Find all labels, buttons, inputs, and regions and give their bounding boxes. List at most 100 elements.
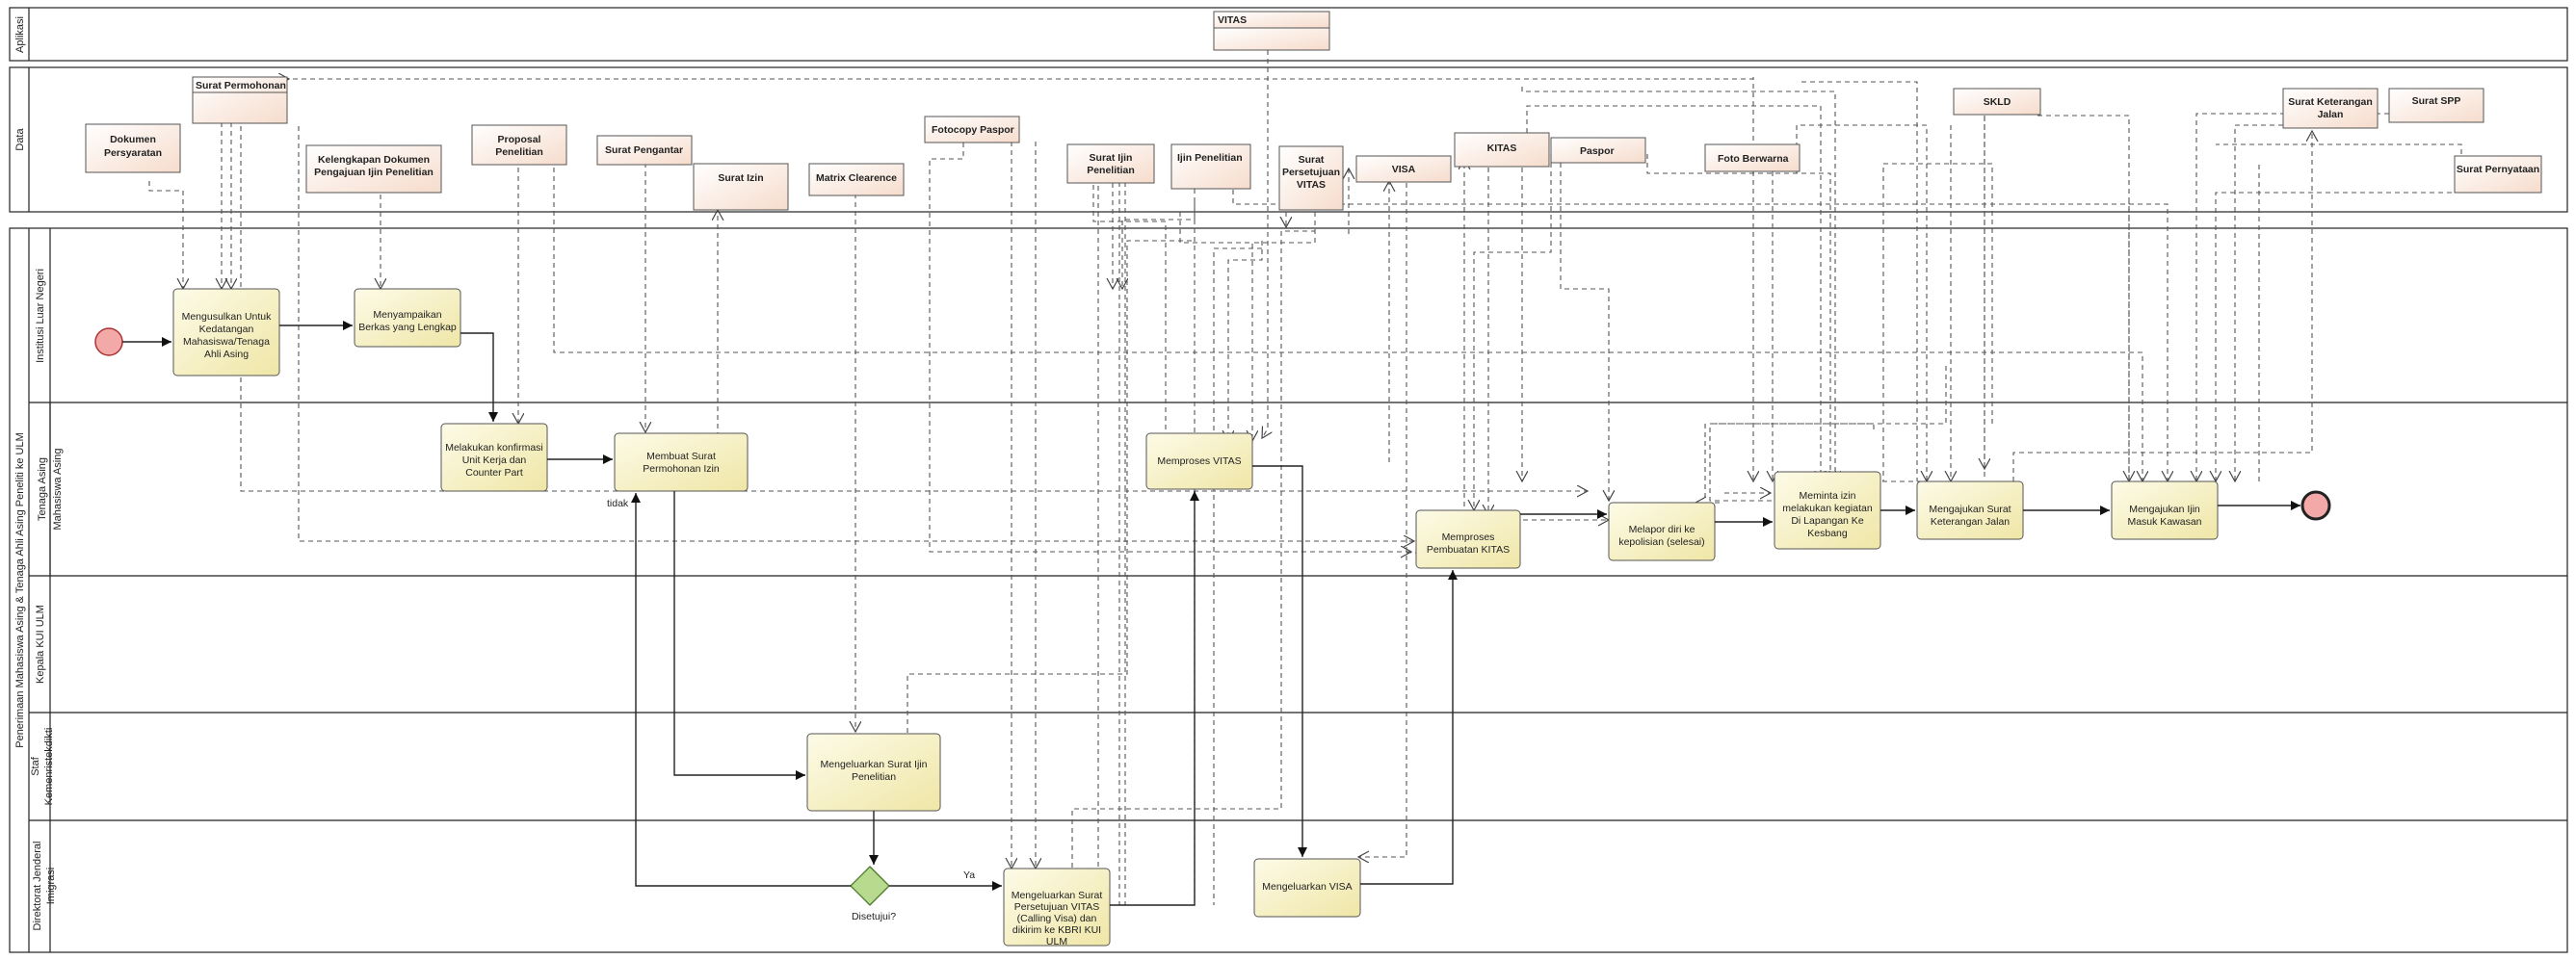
svg-text:Penelitian: Penelitian — [852, 771, 896, 783]
svg-text:Pembuatan KITAS: Pembuatan KITAS — [1427, 544, 1510, 556]
svg-text:Permohonan Izin: Permohonan Izin — [643, 463, 720, 475]
lane-label-tenaga-asing: Tenaga Asing — [37, 457, 48, 521]
svg-text:Direktorat Jenderal: Direktorat Jenderal — [32, 842, 43, 931]
svg-text:Membuat Surat: Membuat Surat — [646, 451, 716, 462]
svg-text:Ijin Penelitian: Ijin Penelitian — [1177, 152, 1243, 164]
data-object-dokumen-persyaratan: Dokumen Persyaratan — [85, 123, 181, 173]
svg-text:Surat Pernyataan: Surat Pernyataan — [2457, 164, 2539, 175]
data-object-surat-izin: Surat Izin — [693, 163, 789, 211]
gateway-label: Disetujui? — [852, 911, 896, 922]
lane-label-data: Data — [14, 128, 26, 151]
data-object-paspor: Paspor — [1550, 137, 1646, 164]
data-object-proposal: Proposal Penelitian — [471, 124, 567, 166]
task-melapor: Melapor diri ke kepolisian (selesai) — [1608, 502, 1716, 561]
data-object-ijin-penelitian: Ijin Penelitian — [1170, 143, 1251, 190]
svg-text:Mengeluarkan Surat Ijin: Mengeluarkan Surat Ijin — [821, 759, 928, 770]
pool-title: Penerimaan Mahasiswa Asing & Tenaga Ahli… — [14, 432, 26, 748]
svg-text:Kemenristekdikti: Kemenristekdikti — [43, 728, 55, 806]
svg-text:Pengajuan Ijin Penelitian: Pengajuan Ijin Penelitian — [314, 167, 434, 178]
task-mengeluarkan-persetujuan: Mengeluarkan Surat Persetujuan VITAS (Ca… — [1003, 868, 1111, 947]
svg-text:Persetujuan: Persetujuan — [1282, 167, 1340, 178]
svg-text:Meminta izin: Meminta izin — [1800, 490, 1856, 502]
svg-text:Surat Keterangan: Surat Keterangan — [2288, 96, 2373, 108]
data-object-visa: VISA — [1355, 155, 1452, 183]
svg-text:KITAS: KITAS — [1487, 143, 1517, 154]
sequence-flows: Ya tidak — [122, 321, 2300, 906]
gateway-disetujui: Disetujui? — [850, 866, 896, 922]
svg-text:Menyampaikan: Menyampaikan — [373, 309, 441, 321]
svg-text:Memproses VITAS: Memproses VITAS — [1157, 455, 1241, 467]
svg-text:Surat Permohonan: Surat Permohonan — [196, 80, 286, 91]
svg-text:Mengeluarkan VISA: Mengeluarkan VISA — [1262, 881, 1352, 893]
app-box-vitas: VITAS — [1213, 11, 1330, 51]
svg-text:Di Lapangan Ke: Di Lapangan Ke — [1791, 515, 1863, 527]
svg-text:Penelitian: Penelitian — [495, 146, 543, 158]
svg-text:Melapor diri ke: Melapor diri ke — [1629, 524, 1695, 535]
lane-label-institusi: Institusi Luar Negeri — [35, 269, 46, 363]
svg-text:VISA: VISA — [1392, 164, 1416, 175]
svg-text:kepolisian (selesai): kepolisian (selesai) — [1618, 536, 1704, 548]
svg-text:Counter Part: Counter Part — [465, 467, 523, 479]
svg-text:Kedatangan: Kedatangan — [199, 324, 254, 335]
svg-text:Keterangan Jalan: Keterangan Jalan — [1931, 516, 2010, 528]
data-associations — [148, 50, 2462, 906]
data-object-matrix: Matrix Clearence — [808, 163, 905, 196]
task-menyampaikan: Menyampaikan Berkas yang Lengkap — [354, 288, 461, 348]
svg-text:Matrix Clearence: Matrix Clearence — [816, 172, 897, 184]
task-memproses-vitas: Memproses VITAS — [1145, 432, 1253, 490]
svg-text:Surat: Surat — [1299, 154, 1325, 166]
svg-text:Mengajukan Surat: Mengajukan Surat — [1929, 504, 2011, 515]
svg-text:Fotocopy Paspor: Fotocopy Paspor — [932, 124, 1014, 136]
svg-text:Staf: Staf — [30, 756, 41, 776]
flow-label-no: tidak — [607, 498, 629, 509]
app-box-vitas-label: VITAS — [1218, 14, 1247, 26]
svg-text:Memproses: Memproses — [1442, 532, 1495, 543]
end-event — [2300, 490, 2331, 521]
svg-text:Ahli Asing: Ahli Asing — [204, 349, 249, 360]
task-mengusulkan: Mengusulkan Untuk Kedatangan Mahasiswa/T… — [172, 288, 280, 376]
svg-text:dikirim ke KBRI KUI: dikirim ke KBRI KUI — [1012, 924, 1101, 936]
data-object-foto-berwarna: Foto Berwarna — [1704, 143, 1801, 172]
svg-text:VITAS: VITAS — [1297, 179, 1326, 191]
svg-text:Berkas yang Lengkap: Berkas yang Lengkap — [358, 322, 457, 333]
data-object-surat-permohonan: Surat Permohonan — [192, 76, 288, 124]
svg-text:Kelengkapan Dokumen: Kelengkapan Dokumen — [318, 154, 430, 166]
task-membuat-surat: Membuat Surat Permohonan Izin — [614, 432, 749, 492]
svg-text:Imigrasi: Imigrasi — [45, 868, 57, 905]
svg-text:Mengajukan Ijin: Mengajukan Ijin — [2129, 504, 2200, 515]
task-mengeluarkan-visa: Mengeluarkan VISA — [1253, 858, 1361, 918]
task-mengeluarkan-ijin: Mengeluarkan Surat Ijin Penelitian — [806, 733, 941, 812]
data-object-kitas: KITAS — [1454, 132, 1550, 168]
svg-text:Surat Pengantar: Surat Pengantar — [605, 144, 683, 156]
lane-label-mahasiswa-asing: Mahasiswa Asing — [52, 449, 64, 531]
data-object-surat-pernyataan: Surat Pernyataan — [2454, 155, 2542, 194]
svg-text:Persetujuan VITAS: Persetujuan VITAS — [1014, 901, 1100, 913]
svg-text:Mengusulkan Untuk: Mengusulkan Untuk — [182, 311, 273, 323]
svg-text:Penelitian: Penelitian — [1087, 165, 1135, 176]
svg-text:Kesbang: Kesbang — [1807, 528, 1848, 539]
flow-label-yes: Ya — [963, 869, 975, 881]
svg-text:Mahasiswa/Tenaga: Mahasiswa/Tenaga — [183, 336, 270, 348]
svg-text:(Calling Visa) dan: (Calling Visa) dan — [1017, 913, 1097, 924]
lane-label-aplikasi: Aplikasi — [14, 16, 26, 53]
task-meminta-izin: Meminta izin melakukan kegiatan Di Lapan… — [1774, 471, 1881, 550]
lane-label-staf: Staf Kemenristekdikti — [30, 728, 55, 806]
svg-text:SKLD: SKLD — [1984, 96, 2011, 108]
svg-text:Dokumen: Dokumen — [110, 134, 156, 145]
data-object-skld: SKLD — [1953, 88, 2041, 116]
svg-text:Surat Izin: Surat Izin — [718, 172, 763, 184]
svg-text:Unit Kerja dan: Unit Kerja dan — [462, 454, 527, 466]
svg-text:Persyaratan: Persyaratan — [104, 147, 162, 159]
svg-text:Foto Berwarna: Foto Berwarna — [1718, 153, 1789, 165]
data-object-fotocopy-paspor: Fotocopy Paspor — [924, 116, 1020, 143]
data-object-surat-pengantar: Surat Pengantar — [596, 135, 693, 166]
task-memproses-kitas: Memproses Pembuatan KITAS — [1415, 509, 1521, 569]
svg-text:Paspor: Paspor — [1580, 145, 1615, 157]
svg-text:Surat Ijin: Surat Ijin — [1090, 152, 1133, 164]
svg-text:Proposal: Proposal — [498, 134, 541, 145]
svg-text:Mengeluarkan Surat: Mengeluarkan Surat — [1012, 890, 1103, 901]
svg-text:ULM: ULM — [1046, 936, 1067, 947]
start-event — [94, 327, 123, 356]
